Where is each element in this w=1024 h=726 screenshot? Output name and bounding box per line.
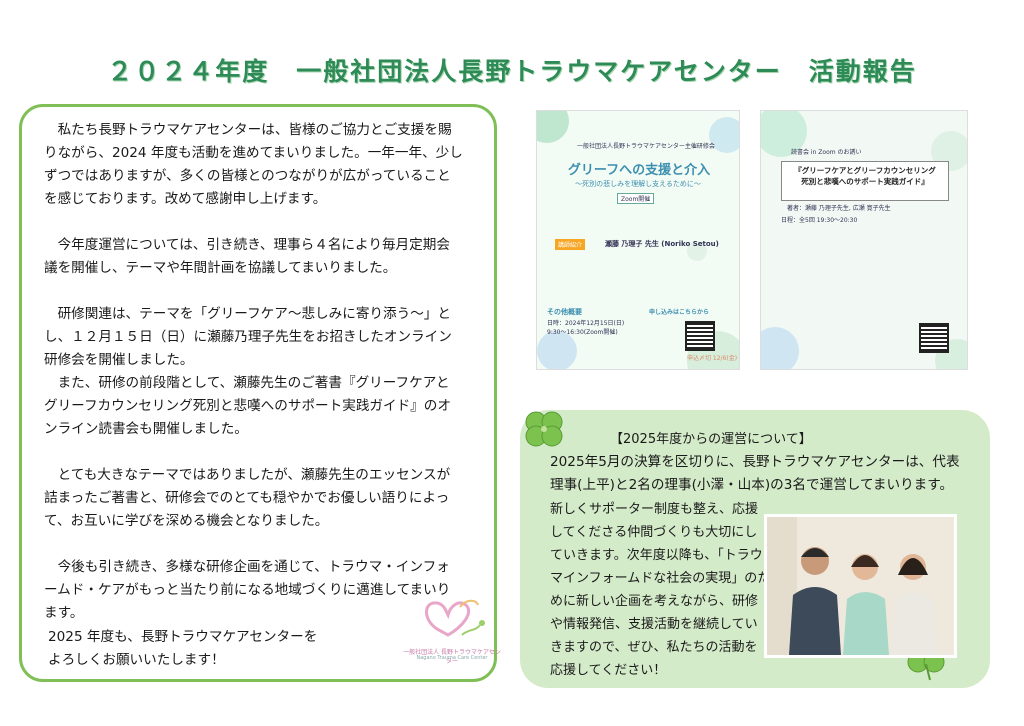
- text-line: 研修関連は、テーマを「グリーフケア～悲しみに寄り添う～」と: [57, 306, 451, 322]
- text-line: 新しくサポーター制度も整え、応援: [550, 502, 759, 517]
- text-line: 私たち長野トラウマケアセンターは、皆様のご協力とご支援を賜: [57, 122, 452, 138]
- paragraph-future: 今後も引き続き、多様な研修企画を通じて、トラウマ・インフォ ームド・ケアがもっと…: [44, 556, 478, 625]
- flyer-authors: 著者：瀬藤 乃理子先生, 広瀬 寛子先生: [787, 205, 891, 212]
- logo-caption: 一般社団法人 長野トラウマケアセンター: [403, 649, 501, 665]
- text-line: また、研修の前段階として、瀬藤先生のご著書『グリーフケアと: [57, 375, 450, 391]
- text-line: よろしくお願いいたします！: [48, 652, 225, 668]
- text-line: ームド・ケアがもっと当たり前になる地域づくりに邁進してまいり: [44, 582, 451, 598]
- text-line: ます。: [44, 605, 84, 621]
- text-line: 研修会を開催しました。: [44, 352, 194, 368]
- flyer-org: 一般社団法人長野トラウマケアセンター主催研修会: [577, 143, 715, 150]
- activity-report-box: 私たち長野トラウマケアセンターは、皆様のご協力とご支援を賜 りながら、2024 …: [19, 104, 501, 682]
- flyer-time: 9:30～16:30(Zoom開催): [547, 329, 618, 336]
- text-line: マインフォームドな社会の実現」のた: [550, 571, 771, 586]
- reading-group-flyer: 読書会 in Zoom のお誘い 『グリーフケアとグリーフカウンセリング 死別と…: [760, 110, 968, 370]
- photo-illustration: [767, 517, 954, 655]
- book-title: 『グリーフケアとグリーフカウンセリング 死別と悲嘆へのサポート実践ガイド』: [782, 165, 948, 187]
- text-line: を感じております。改めて感謝申し上げます。: [44, 191, 327, 207]
- text-line: めに新しい企画を考えながら、研修: [550, 594, 759, 609]
- flyer-subheading: ～死別の悲しみを理解し支えるために～: [575, 180, 701, 188]
- flyer-tag: 読書会 in Zoom のお誘い: [791, 149, 862, 156]
- text-line: とても大きなテーマではありましたが、瀬藤先生のエッセンスが: [57, 467, 451, 483]
- flyer-schedule: 日程：全5回 19:30～20:30: [781, 217, 858, 224]
- decorative-circles: [761, 111, 967, 369]
- text-line: 詰まったご著書と、研修会でのとても穏やかでお優しい語りによっ: [44, 490, 450, 506]
- text-line: ずつではありますが、多くの皆様とのつながりが広がっていること: [44, 168, 451, 184]
- text-line: グリーフカウンセリング死別と悲嘆へのサポート実践ガイド』のオ: [44, 398, 451, 414]
- flyer-apply-label: 申し込みはこちらから: [649, 309, 710, 316]
- text-line: て、お互いに学びを深める機会となりました。: [44, 513, 329, 529]
- paragraph-training: 研修関連は、テーマを「グリーフケア～悲しみに寄り添う～」と し、１２月１５日（日…: [44, 303, 478, 441]
- book-title-line: 死別と悲嘆へのサポート実践ガイド』: [801, 177, 929, 186]
- flyer-overview-label: その他概要: [547, 308, 582, 316]
- text-line: 議を開催し、テーマや年間計画を協議してまいりました。: [44, 260, 397, 276]
- center-logo: 一般社団法人 長野トラウマケアセンター Nagano Trauma Care C…: [402, 589, 502, 669]
- paragraph-operations: 今年度運営については、引き続き、理事ら４名により毎月定期会 議を開催し、テーマや…: [44, 234, 478, 280]
- text-line: 2025年5月の決算を区切りに、長野トラウマケアセンターは、代表: [550, 454, 960, 470]
- text-line: ンライン読書会も開催しました。: [44, 421, 248, 437]
- logo-caption-en: Nagano Trauma Care Center: [416, 655, 488, 661]
- flyer-lecturer-label: 講師紹介: [555, 239, 586, 250]
- clover-icon: [525, 411, 563, 447]
- text-line: 今年度運営については、引き続き、理事ら４名により毎月定期会: [57, 237, 450, 253]
- text-line: りながら、2024 年度も活動を進めてまいりました。一年一年、少し: [44, 145, 463, 161]
- training-flyer: 一般社団法人長野トラウマケアセンター主催研修会 グリーフへの支援と介入 ～死別の…: [536, 110, 740, 370]
- page-title: ２０２４年度 一般社団法人長野トラウマケアセンター 活動報告: [107, 57, 917, 86]
- book-title-line: 『グリーフケアとグリーフカウンセリング: [794, 166, 936, 175]
- flyer-heading: グリーフへの支援と介入: [567, 163, 711, 178]
- flyer-deadline: 申込〆切 12/6(金): [687, 355, 738, 362]
- operations-heading: 【2025年度からの運営について】: [610, 432, 812, 447]
- paragraph-intro: 私たち長野トラウマケアセンターは、皆様のご協力とご支援を賜 りながら、2024 …: [44, 119, 478, 211]
- qr-code-icon: [685, 321, 715, 351]
- text-line: 応援してください！: [550, 663, 667, 678]
- flyer-lecturer: 瀬藤 乃理子 先生 (Noriko Setou): [605, 240, 719, 248]
- flyer-date: 日時：2024年12月15日(日): [547, 320, 625, 327]
- text-line: や情報発信、支援活動を継続してい: [550, 617, 758, 632]
- qr-code-icon: [919, 323, 949, 353]
- paragraph-reflection: とても大きなテーマではありましたが、瀬藤先生のエッセンスが 詰まったご著書と、研…: [44, 464, 478, 533]
- operations-paragraph: 新しくサポーター制度も整え、応援 してくださる仲間づくりも大切にし ていきます。…: [550, 498, 784, 682]
- text-line: 2025 年度も、長野トラウマケアセンターを: [48, 629, 318, 645]
- text-line: してくださる仲間づくりも大切にし: [550, 525, 758, 540]
- text-line: きますので、ぜひ、私たちの活動を: [550, 640, 758, 655]
- board-members-photo: [764, 514, 957, 658]
- text-line: 理事(上平)と2名の理事(小澤・山本)の3名で運営してまいります。: [550, 477, 954, 493]
- flyer-format: Zoom開催: [617, 193, 655, 204]
- decorative-circles: [537, 111, 739, 369]
- text-line: 今後も引き続き、多様な研修企画を通じて、トラウマ・インフォ: [57, 559, 450, 575]
- closing-message: 2025 年度も、長野トラウマケアセンターを よろしくお願いいたします！: [48, 626, 317, 672]
- text-line: ていきます。次年度以降も、「トラウ: [550, 548, 763, 563]
- text-line: し、１２月１５日（日）に瀬藤乃理子先生をお招きしたオンライン: [44, 329, 452, 345]
- heart-bird-logo-icon: [425, 599, 485, 637]
- book-title-box: 『グリーフケアとグリーフカウンセリング 死別と悲嘆へのサポート実践ガイド』: [781, 161, 949, 201]
